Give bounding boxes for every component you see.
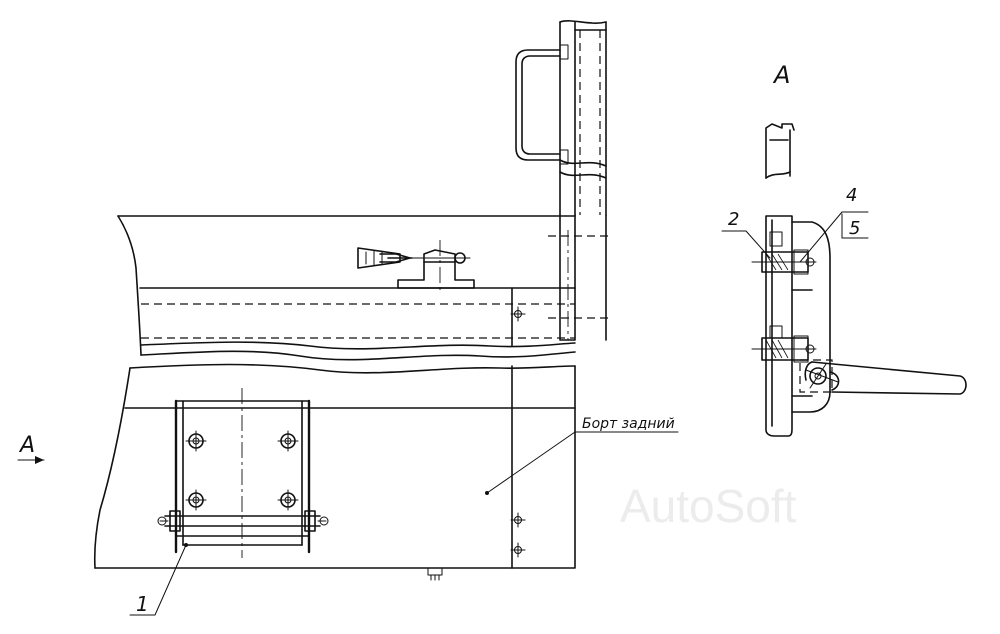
tailboard-label: Борт задний [582,416,675,432]
locking-lever [799,359,967,395]
tailboard-bolt-upper [510,512,526,528]
top-profile [765,123,795,179]
leader-tailboard: Борт задний [485,416,679,495]
side-view-a: А [721,61,967,437]
latch-assembly [357,240,475,292]
upper-bolt-section [751,231,817,275]
part-5-label: 5 [849,218,860,239]
panel-bolt [510,306,526,322]
hinge-bolt-2 [277,430,299,452]
part-4-label: 4 [846,185,857,206]
hinge-bracket [157,388,329,558]
body-side-panel [117,215,576,361]
bottom-fastener [427,567,443,581]
view-a-main-label: А [18,433,35,458]
main-view: 1 Борт задний А [17,20,679,616]
leader-part-5: 5 [841,213,869,239]
watermark-text: AutoSoft [620,480,797,532]
rear-tailboard [93,363,576,581]
hinge-bolt-3 [185,489,207,511]
part-2-label: 2 [728,209,739,230]
tailboard-bolt-lower [510,542,526,558]
hinge-bolt-1 [185,430,207,452]
lower-bolt-section [751,325,817,363]
leader-part-4: 4 [799,185,869,263]
hinge-bolt-4 [277,489,299,511]
view-a-arrow: А [17,433,45,464]
vertical-post [515,20,612,341]
leader-part-2: 2 [721,209,771,259]
view-a-side-label: А [772,61,790,89]
leader-part-1: 1 [129,543,188,616]
part-1-label: 1 [136,592,149,616]
